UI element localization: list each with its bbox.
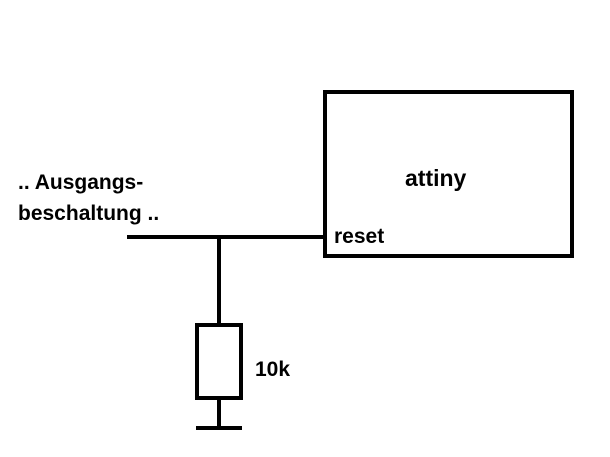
attiny-chip-box (323, 90, 574, 258)
reset-pin-label: reset (334, 225, 384, 248)
output-label-line1: .. Ausgangs- (18, 171, 143, 194)
resistor-value-label: 10k (255, 358, 290, 381)
chip-label: attiny (405, 165, 467, 191)
pulldown-resistor (195, 323, 243, 400)
output-label-line2: beschaltung .. (18, 202, 159, 225)
